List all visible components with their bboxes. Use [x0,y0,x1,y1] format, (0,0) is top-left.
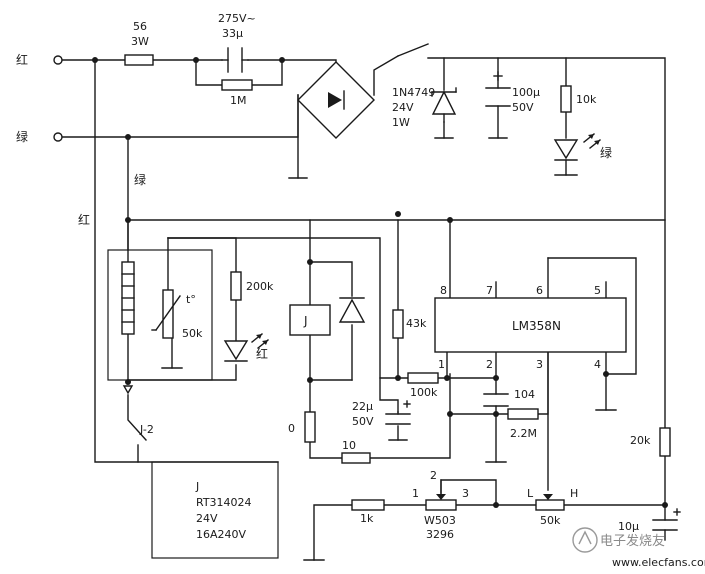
svg-text:50k: 50k [182,327,203,340]
svg-text:J: J [303,314,308,328]
zener-1n4749: 1N4749 24V 1W [392,86,457,129]
terminal-green-label: 绿 [16,129,28,144]
svg-text:20k: 20k [630,434,651,447]
wire-net [62,55,666,561]
sensor-module: t° 50k [107,249,213,381]
led-red: 红 [223,333,269,362]
svg-text:红: 红 [256,346,268,361]
svg-text:10μ: 10μ [618,520,639,533]
potentiometer-w503: 1 2 3 W503 3296 [412,469,469,541]
diode-flyback [338,297,366,323]
svg-text:J-2: J-2 [139,423,154,436]
resistor-2m2: 2.2M [507,408,539,440]
svg-text:4: 4 [594,358,601,371]
svg-text:200k: 200k [246,280,274,293]
resistor-43k: 43k [392,309,427,339]
svg-text:3: 3 [462,487,469,500]
switch-j2: J-2 [122,385,154,436]
terminal-red-label: 红 [16,52,28,67]
svg-text:1M: 1M [230,94,247,107]
svg-text:3W: 3W [131,35,149,48]
resistor-56: 56 3W [124,20,154,66]
capacitor-input: 275V~ 33μ [218,12,256,73]
svg-text:J: J [195,480,199,493]
svg-text:1W: 1W [392,116,410,129]
resistor-1m: 1M [221,79,253,107]
svg-text:1k: 1k [360,512,374,525]
svg-text:3: 3 [536,358,543,371]
svg-text:275V~: 275V~ [218,12,256,25]
capacitor-104: 104 [483,388,535,407]
svg-text:绿: 绿 [600,145,612,160]
svg-text:3296: 3296 [426,528,454,541]
svg-text:0: 0 [288,422,295,435]
junction-dots [92,57,668,508]
svg-text:2: 2 [430,469,437,482]
svg-text:33μ: 33μ [222,27,243,40]
svg-text:1: 1 [438,358,445,371]
resistor-1k: 1k [351,499,385,525]
terminal-red: 红 [16,52,63,67]
svg-text:24V: 24V [392,101,414,114]
watermark: 电子发烧友 www.elecfans.com [572,527,705,569]
terminal-green: 绿 [16,129,63,144]
svg-text:50V: 50V [512,101,534,114]
main-switch [397,43,429,57]
svg-text:7: 7 [486,284,493,297]
svg-text:104: 104 [514,388,535,401]
svg-text:100k: 100k [410,386,438,399]
relay-info-box: J RT314024 24V 16A240V [151,461,279,559]
svg-text:W503: W503 [424,514,456,527]
resistor-100k: 100k [407,372,439,399]
wire-label-green: 绿 [134,172,146,187]
svg-text:56: 56 [133,20,147,33]
svg-text:2.2M: 2.2M [510,427,537,440]
svg-text:5: 5 [594,284,601,297]
svg-text:www.elecfans.com: www.elecfans.com [612,556,705,569]
svg-text:50k: 50k [540,514,561,527]
svg-text:100μ: 100μ [512,86,540,99]
svg-text:16A240V: 16A240V [196,528,247,541]
svg-text:L: L [527,487,534,500]
svg-text:24V: 24V [196,512,218,525]
capacitor-filter: 100μ 50V [485,71,540,114]
svg-text:1: 1 [412,487,419,500]
svg-text:10: 10 [342,439,356,452]
bridge-rectifier [297,61,375,139]
wire-label-red: 红 [78,212,90,227]
svg-text:H: H [570,487,578,500]
svg-text:43k: 43k [406,317,427,330]
resistor-10: 10 [341,439,371,464]
svg-text:2: 2 [486,358,493,371]
svg-text:50V: 50V [352,415,374,428]
potentiometer-50k: L H 50k [527,487,578,527]
svg-text:8: 8 [440,284,447,297]
svg-text:LM358N: LM358N [512,319,561,333]
capacitor-10u: 10μ [618,508,681,541]
svg-text:t°: t° [186,293,196,306]
svg-text:6: 6 [536,284,543,297]
led-green: 绿 [553,133,612,161]
resistor-0: 0 [288,411,316,443]
svg-text:1N4749: 1N4749 [392,86,435,99]
relay-coil: J [289,304,331,336]
svg-text:22μ: 22μ [352,400,373,413]
svg-text:10k: 10k [576,93,597,106]
resistor-200k: 200k [230,271,274,301]
capacitor-22u: 22μ 50V [352,400,411,428]
svg-text:电子发烧友: 电子发烧友 [600,533,665,549]
resistor-10k: 10k [560,85,597,113]
svg-text:RT314024: RT314024 [196,496,252,509]
resistor-20k: 20k [630,427,671,457]
ic-lm358n: LM358N 8 7 6 5 1 2 3 4 [434,284,627,371]
